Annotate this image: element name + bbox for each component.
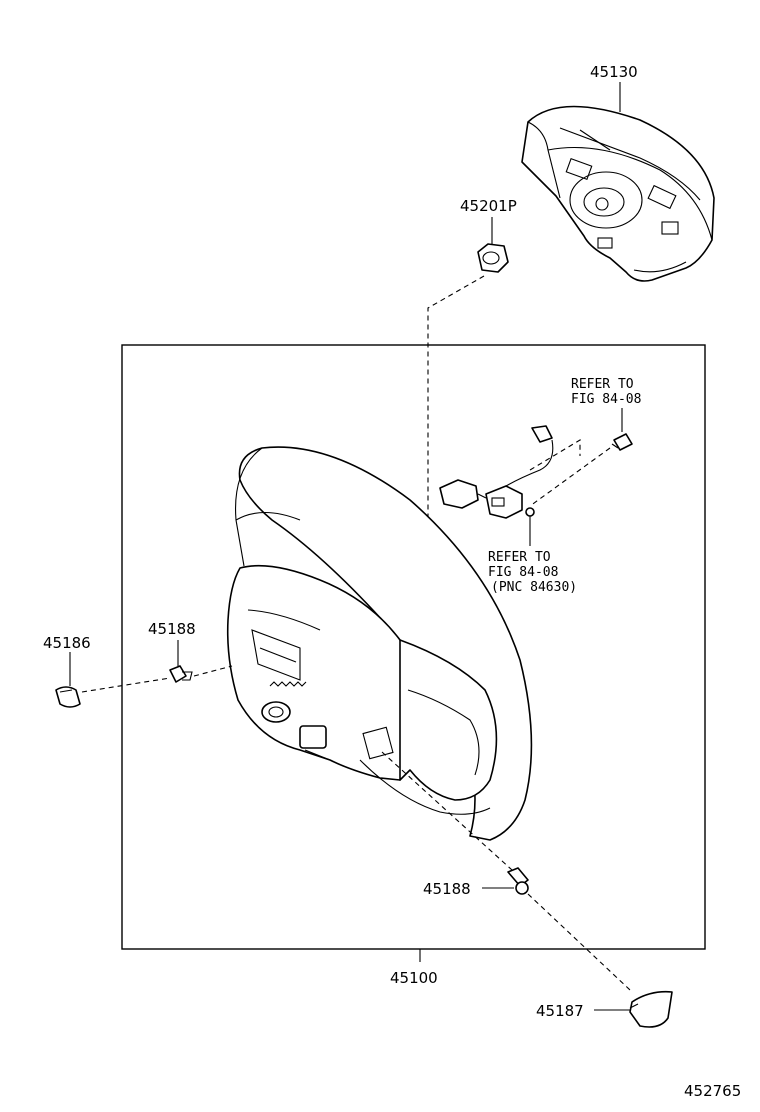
assembly-frame: [121, 344, 706, 950]
label-45100: 45100: [390, 969, 438, 987]
ornament-lower-part: [629, 990, 673, 1028]
label-45188-lower: 45188: [423, 880, 471, 898]
dash-ornament-left: [81, 677, 171, 693]
label-45130: 45130: [590, 63, 638, 81]
label-45187: 45187: [536, 1002, 584, 1020]
label-45188-left: 45188: [148, 620, 196, 638]
dash-screw-lower: [381, 751, 513, 871]
ref-upper-line-1: REFER TO: [571, 377, 634, 392]
dash-switch-screw: [529, 447, 611, 507]
steering-wheel-part: [226, 446, 533, 841]
cap-nut-part: [477, 243, 509, 273]
label-45201P: 45201P: [460, 197, 517, 215]
label-45186: 45186: [43, 634, 91, 652]
ref-lower-line-3: (PNC 84630): [491, 580, 577, 595]
ref-lower-line-1: REFER TO: [488, 550, 551, 565]
figure-code: 452765: [684, 1082, 741, 1100]
switch-assembly-part: [439, 425, 581, 519]
screw-lower-part: [507, 867, 529, 895]
dash-ornament-lower: [527, 893, 631, 991]
switch-screw-part: [611, 433, 633, 451]
ref-upper-line-2: FIG 84-08: [571, 392, 641, 407]
horn-pad-part: [521, 105, 715, 282]
ref-lower-line-2: FIG 84-08: [488, 565, 558, 580]
screw-left-part: [169, 665, 193, 683]
ornament-left-part: [55, 686, 81, 708]
dash-screw-left: [193, 665, 233, 677]
